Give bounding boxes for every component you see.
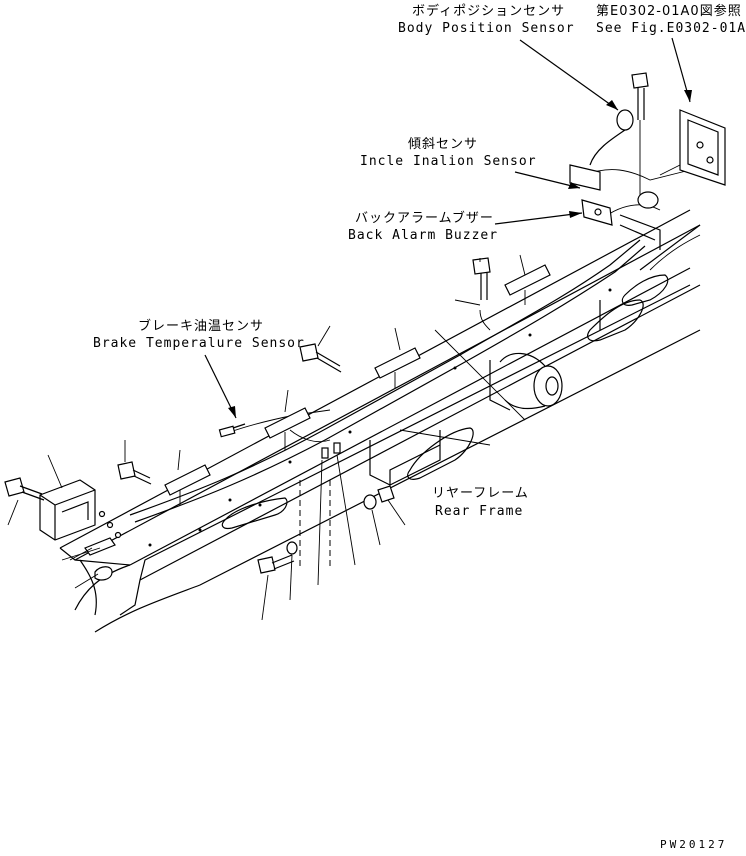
incline-sensor-en: Incle Inalion Sensor — [360, 154, 537, 169]
rivet-holes — [148, 288, 612, 547]
body-position-sensor-en: Body Position Sensor — [398, 21, 575, 36]
brake-temperature-sensor-jp: ブレーキ油温センサ — [138, 318, 264, 334]
label-see-fig: 第E0302-01A0図参照 See Fig.E0302-01A0 — [596, 3, 746, 36]
label-back-alarm-buzzer: バックアラームブザー Back Alarm Buzzer — [348, 210, 498, 243]
back-alarm-buzzer-jp: バックアラームブザー — [355, 210, 494, 226]
clamps — [164, 264, 551, 505]
label-brake-temperature-sensor: ブレーキ油温センサ Brake Temperalure Sensor — [93, 318, 305, 351]
figure-code: PW20127 — [660, 838, 727, 851]
sensors-assembly — [569, 109, 726, 271]
back-alarm-buzzer-en: Back Alarm Buzzer — [348, 228, 498, 243]
brake-temperature-sensor-en: Brake Temperalure Sensor — [93, 336, 305, 351]
label-rear-frame: リヤーフレーム Rear Frame — [432, 486, 529, 519]
see-fig-en: See Fig.E0302-01A0 — [596, 21, 746, 36]
body-position-sensor-jp: ボディポジションセンサ — [412, 3, 565, 19]
rear-frame-drawing — [59, 209, 701, 633]
incline-sensor-jp: 傾斜センサ — [408, 137, 478, 152]
rear-frame-en: Rear Frame — [435, 504, 523, 519]
rear-frame-jp: リヤーフレーム — [432, 486, 529, 501]
wiring-harness — [129, 120, 711, 523]
see-fig-jp: 第E0302-01A0図参照 — [596, 3, 742, 19]
bolts — [4, 72, 649, 574]
leader-lines — [7, 37, 692, 621]
label-body-position-sensor: ボディポジションセンサ Body Position Sensor — [398, 3, 575, 36]
left-bracket — [39, 479, 122, 581]
label-incline-sensor: 傾斜センサ Incle Inalion Sensor — [360, 137, 537, 169]
